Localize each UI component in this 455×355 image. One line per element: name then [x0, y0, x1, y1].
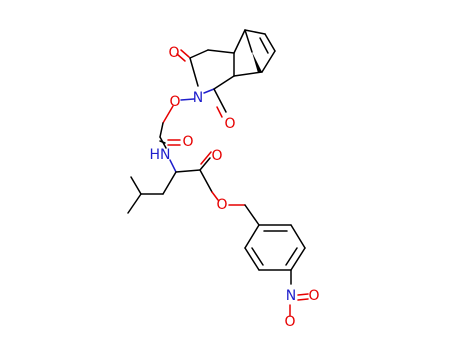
- nitrobenzyl-group: [228, 204, 309, 317]
- bond: [169, 159, 177, 173]
- bond: [180, 98, 195, 101]
- bond: [285, 247, 298, 266]
- atom-label-oxygen: O: [168, 45, 179, 61]
- bond: [233, 29, 246, 54]
- bond: [297, 298, 309, 301]
- bond: [261, 50, 276, 73]
- atom-label-oxygen: O: [284, 314, 295, 330]
- atom-labels: O N O O O HN O O N O O: [150, 45, 320, 330]
- bond: [233, 71, 263, 77]
- bond: [297, 293, 309, 296]
- leucine-backbone: [127, 151, 219, 214]
- bond: [199, 157, 211, 171]
- bond: [159, 136, 167, 149]
- atom-label-oxygen: O: [169, 94, 180, 110]
- bond: [216, 106, 223, 118]
- bond: [200, 151, 212, 165]
- atom-label-oxygen: O: [211, 148, 222, 164]
- carbamate-group: [159, 122, 181, 173]
- bond: [203, 88, 215, 94]
- bond: [213, 75, 235, 90]
- bond: [207, 49, 235, 54]
- bond: [244, 247, 260, 271]
- bond: [264, 33, 276, 52]
- wedge-bond: [252, 52, 262, 73]
- bond: [251, 247, 264, 266]
- bond: [244, 29, 253, 53]
- bond: [244, 204, 260, 226]
- bond: [162, 171, 177, 195]
- bond: [159, 122, 164, 138]
- bond: [213, 88, 227, 113]
- atom-label-oxygen: O: [182, 134, 193, 150]
- atom-label-oxygen: O: [308, 288, 319, 304]
- bond: [189, 49, 209, 59]
- atom-label-nh: HN: [150, 147, 171, 163]
- atom-label-oxygen: O: [224, 116, 235, 132]
- bond: [175, 169, 201, 173]
- atom-label-nitrogen: N: [193, 90, 203, 106]
- bond: [176, 53, 186, 62]
- imide-ring: [162, 49, 227, 124]
- atom-label-oxygen: O: [216, 197, 227, 213]
- bond: [244, 224, 260, 249]
- bond: [259, 37, 269, 54]
- bond: [199, 169, 213, 193]
- norbornene-ring: [207, 29, 276, 90]
- bond: [130, 176, 142, 195]
- bond: [211, 191, 219, 201]
- bond: [162, 105, 174, 124]
- bond: [180, 49, 190, 58]
- bond-n: [189, 57, 199, 87]
- bond: [290, 224, 306, 249]
- bond: [244, 29, 266, 35]
- bond: [127, 193, 142, 214]
- bond: [290, 247, 306, 271]
- atom-label-nitrogen: N: [286, 288, 296, 304]
